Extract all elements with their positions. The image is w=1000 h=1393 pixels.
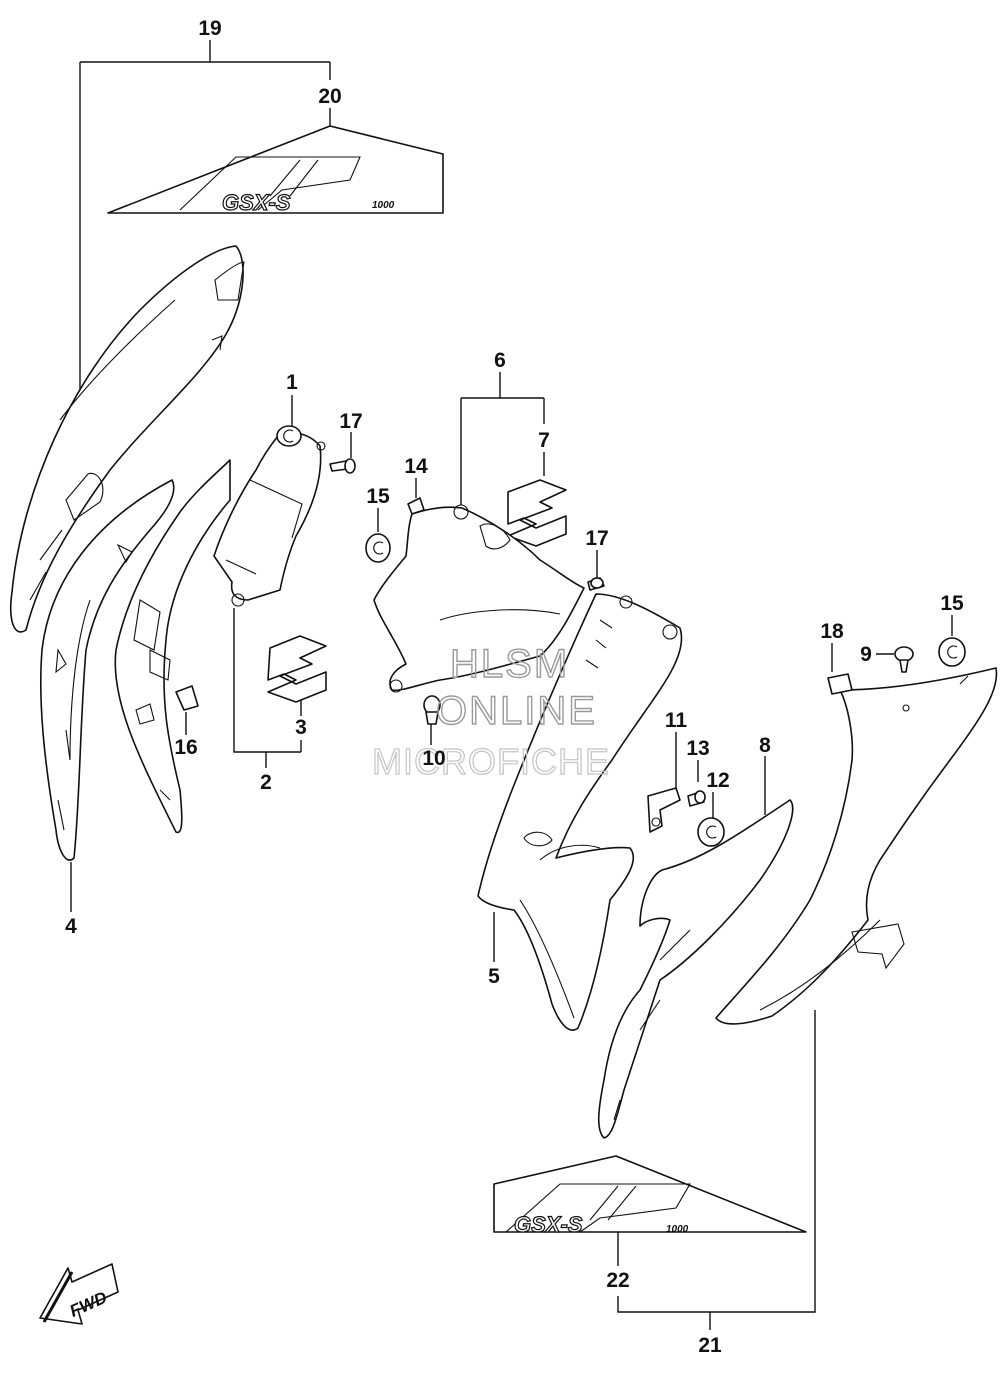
callout-15-left: 15	[366, 485, 390, 508]
callout-15-right: 15	[940, 592, 964, 615]
bolt-13	[687, 790, 706, 807]
decal-lower: GSX-S 1000	[493, 1155, 807, 1238]
upper-side-cowl-right	[715, 667, 998, 1025]
forward-arrow-icon: FWD	[39, 1263, 119, 1325]
callout-8: 8	[759, 734, 771, 757]
callout-7: 7	[538, 429, 550, 452]
callout-5: 5	[488, 965, 500, 988]
decal-upper-logo-small: 1000	[372, 200, 395, 211]
callout-18: 18	[820, 620, 844, 643]
screw-17-right	[587, 577, 605, 591]
callout-6: 6	[494, 349, 506, 372]
callout-2: 2	[260, 771, 272, 794]
under-cowl-right-8	[597, 799, 794, 1139]
upper-side-cowl-left	[10, 245, 245, 633]
grommet-12	[697, 817, 725, 847]
grommet-15-right	[938, 637, 966, 667]
callout-17-right: 17	[585, 527, 608, 550]
watermark-line3: MICROFICHE	[372, 741, 610, 782]
callout-17-left: 17	[339, 410, 362, 433]
decal-upper-logo: GSX-S	[222, 190, 291, 215]
cushion-16	[175, 685, 199, 711]
callout-21: 21	[698, 1334, 722, 1357]
callout-22: 22	[606, 1269, 629, 1292]
callout-14: 14	[404, 455, 428, 478]
callout-labels: 19 20 1 17 14 15 3 2 16 4 6 7 17 10 11 1…	[65, 17, 964, 1357]
under-cowl-left	[39, 479, 175, 861]
callout-16: 16	[174, 736, 197, 759]
callout-10: 10	[422, 747, 445, 770]
callout-4: 4	[65, 915, 77, 938]
emblem-7	[507, 479, 567, 547]
bracket-11	[647, 787, 681, 833]
watermark-line1: HLSM	[450, 642, 569, 686]
screw-17-left	[329, 458, 356, 474]
callout-12: 12	[706, 769, 729, 792]
nut-18	[827, 673, 853, 695]
fastener-10	[423, 695, 441, 725]
callout-11: 11	[665, 709, 688, 732]
center-lower-cowl-5	[477, 593, 683, 1031]
callout-3: 3	[295, 716, 307, 739]
watermark: HLSM ONLINE MICROFICHE	[371, 641, 610, 782]
callout-20: 20	[318, 85, 341, 108]
inner-panel-left	[114, 459, 231, 834]
callout-13: 13	[686, 737, 709, 760]
decal-lower-logo-small: 1000	[666, 1224, 689, 1235]
grommet-1	[276, 425, 302, 447]
emblem-3	[267, 635, 327, 703]
watermark-line2: ONLINE	[436, 689, 597, 733]
callout-1: 1	[286, 371, 298, 394]
inner-cover-left	[213, 432, 326, 607]
decal-lower-logo: GSX-S	[514, 1212, 583, 1237]
callout-9: 9	[860, 643, 872, 666]
decal-upper: GSX-S 1000	[107, 125, 444, 216]
grommet-15-left	[365, 533, 391, 563]
callout-19: 19	[198, 17, 221, 40]
center-cover-6	[373, 504, 585, 693]
screw-9	[894, 646, 914, 673]
